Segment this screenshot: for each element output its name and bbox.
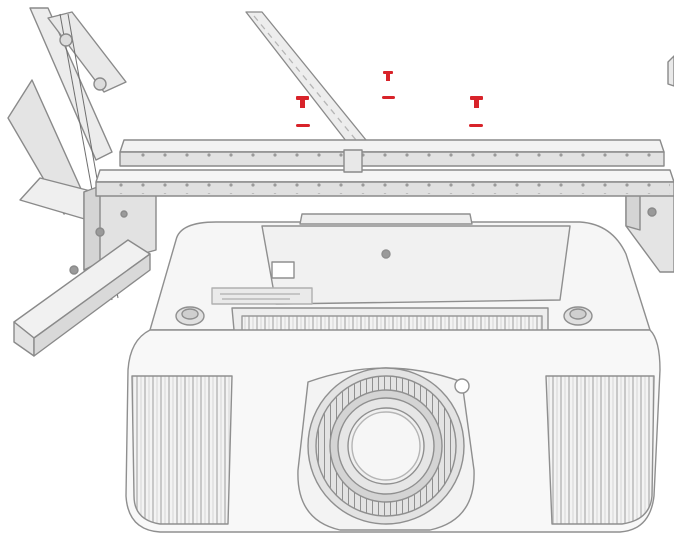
right-arm-assembly <box>625 55 674 273</box>
screw-right <box>469 96 483 127</box>
projector <box>125 213 661 533</box>
left-arm-assembly <box>7 7 157 357</box>
screw-center <box>382 71 395 99</box>
mounting-rails <box>95 139 674 197</box>
screw-left <box>296 96 310 127</box>
